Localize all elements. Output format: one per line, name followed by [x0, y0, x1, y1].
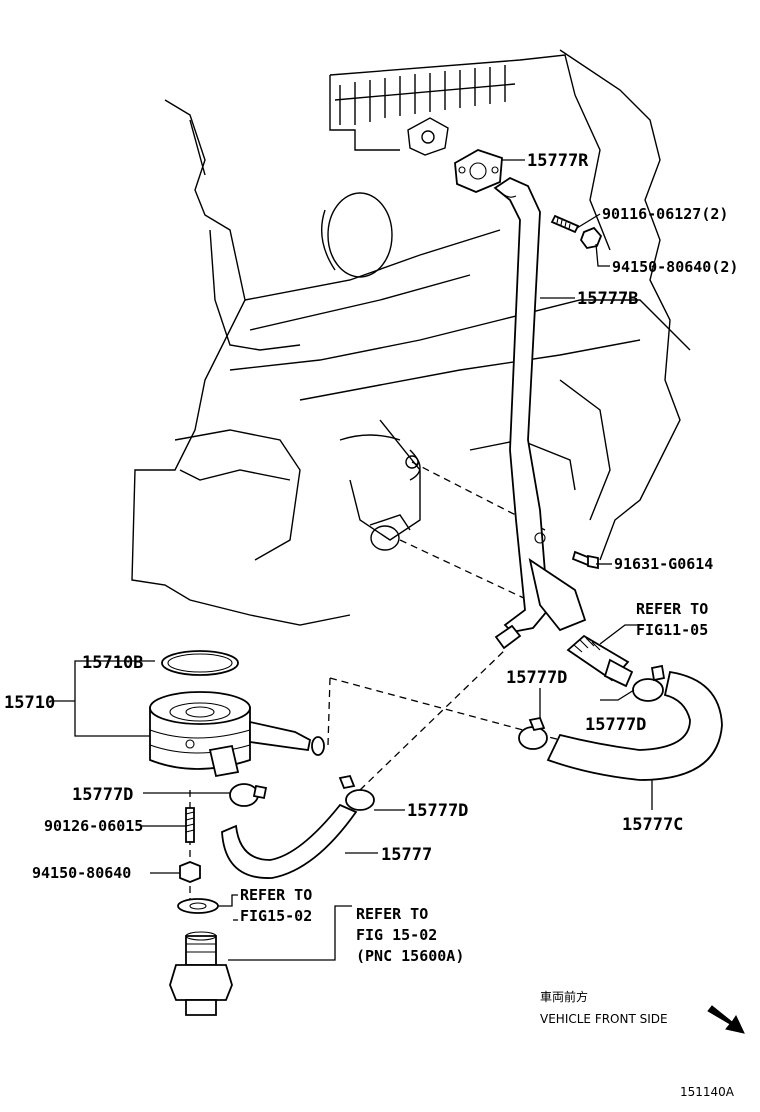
vehicle-front-jp: 車両前方 — [540, 989, 588, 1004]
vehicle-front-en: VEHICLE FRONT SIDE — [540, 1012, 668, 1026]
leader-lines — [50, 159, 653, 961]
clamp-15777D-d — [338, 774, 375, 811]
label-91631-G0614: 91631-G0614 — [614, 555, 713, 573]
label-15777D-a: 15777D — [506, 668, 567, 688]
clamp-15777D-c — [229, 783, 268, 807]
label-refer-fig15-line1: REFER TO — [240, 886, 312, 904]
label-refer-pnc-line3: (PNC 15600A) — [356, 947, 464, 965]
label-15777D-b: 15777D — [585, 715, 646, 735]
clamp-15777D-a — [518, 716, 548, 750]
label-refer-fig11-line1: REFER TO — [636, 600, 708, 618]
label-15777: 15777 — [381, 845, 432, 865]
label-refer-fig15-line2: FIG15-02 — [240, 907, 312, 925]
label-90126-06015: 90126-06015 — [44, 817, 143, 835]
label-15777R: 15777R — [527, 151, 589, 171]
nut-94150-lower — [179, 861, 201, 883]
nut-94150-upper — [579, 226, 603, 249]
label-refer-pnc-line2: FIG 15-02 — [356, 926, 437, 944]
oil-pipe-15777B — [493, 176, 587, 650]
part-labels: 15777R 90116-06127(2) 94150-80640(2) 157… — [4, 151, 738, 965]
label-94150-80640-lower: 94150-80640 — [32, 864, 131, 882]
label-refer-fig11-line2: FIG11-05 — [636, 621, 708, 639]
orientation-note: 車両前方 VEHICLE FRONT SIDE — [540, 989, 745, 1034]
gasket-15777R — [454, 149, 503, 193]
label-15777C: 15777C — [622, 815, 683, 835]
clamp-15777D-b — [632, 664, 666, 702]
label-15777D-c: 15777D — [72, 785, 133, 805]
union-bolt-15600A — [169, 931, 233, 1016]
stud-90116 — [550, 214, 580, 234]
label-15777B: 15777B — [577, 289, 638, 309]
o-ring-15710B — [161, 650, 239, 676]
figure-id: 151140A — [680, 1085, 735, 1099]
bolt-91631 — [571, 550, 599, 570]
washer-fig15 — [177, 898, 219, 914]
hose-15777C — [546, 670, 723, 781]
stud-90126 — [185, 807, 195, 843]
label-15710: 15710 — [4, 693, 55, 713]
label-15777D-d: 15777D — [407, 801, 468, 821]
label-94150-80640-upper: 94150-80640(2) — [612, 258, 738, 276]
fitting-fig11 — [566, 634, 634, 688]
label-90116-06127: 90116-06127(2) — [602, 205, 728, 223]
oil-cooler-15710 — [149, 691, 325, 778]
label-refer-pnc-line1: REFER TO — [356, 905, 428, 923]
arrow-down-right-icon — [707, 1005, 745, 1034]
label-15710B: 15710B — [82, 653, 143, 673]
hose-15777 — [221, 803, 358, 879]
engine-block-outline — [131, 49, 691, 900]
